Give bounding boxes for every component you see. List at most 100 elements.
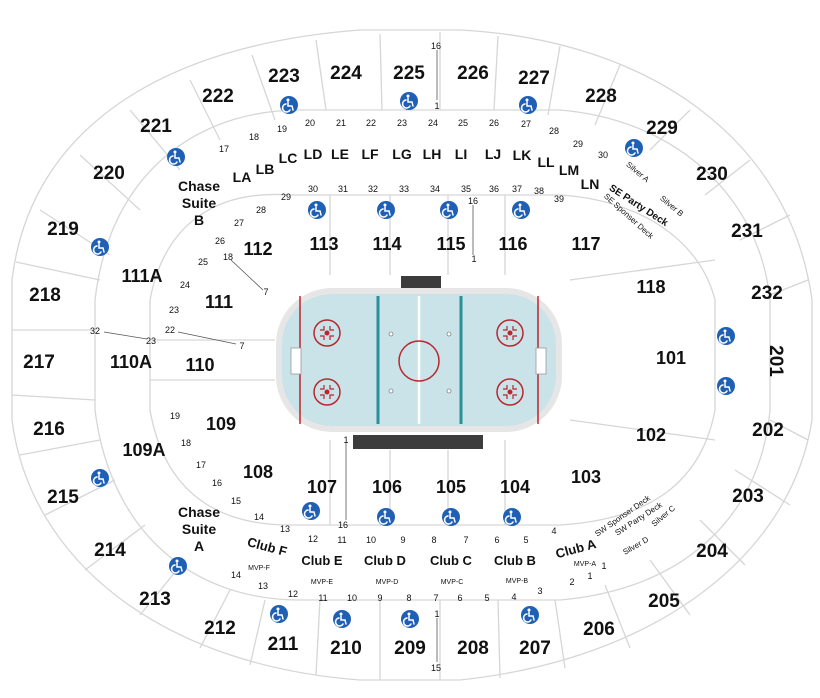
section-label[interactable]: 228 — [585, 86, 617, 107]
row-number: 21 — [336, 118, 346, 128]
suite-label[interactable]: LL — [537, 154, 555, 170]
section-label[interactable]: 106 — [372, 477, 402, 497]
suite-label[interactable]: LI — [455, 146, 467, 162]
chase-suite-a-line[interactable]: A — [194, 538, 204, 554]
row-number: 7 — [463, 535, 468, 545]
section-label[interactable]: 107 — [307, 477, 337, 497]
suite-label[interactable]: LA — [233, 169, 252, 185]
section-label[interactable]: 116 — [498, 234, 527, 254]
row-number: 13 — [280, 524, 290, 534]
mvp-label[interactable]: MVP-C — [441, 579, 464, 586]
section-label[interactable]: 117 — [571, 234, 600, 254]
goal-crease-left — [290, 347, 302, 375]
section-label[interactable]: 112 — [243, 239, 272, 259]
mvp-label[interactable]: MVP-D — [376, 579, 399, 586]
section-label[interactable]: 203 — [732, 486, 764, 507]
section-label[interactable]: 223 — [268, 66, 300, 87]
section-label[interactable]: 103 — [571, 467, 601, 487]
row-number: 23 — [169, 305, 179, 315]
section-label[interactable]: 205 — [648, 591, 680, 612]
section-label[interactable]: 206 — [583, 619, 615, 640]
section-label[interactable]: 110A — [110, 352, 152, 372]
section-label[interactable]: 221 — [140, 116, 172, 137]
section-label[interactable]: 102 — [636, 425, 666, 445]
side-label[interactable]: Silver D — [621, 535, 650, 557]
suite-label[interactable]: LN — [581, 176, 600, 192]
suite-label[interactable]: LM — [559, 162, 579, 178]
section-label[interactable]: 202 — [752, 420, 784, 441]
suite-label[interactable]: LJ — [485, 146, 501, 162]
mvp-label[interactable]: MVP-A — [574, 561, 597, 568]
suite-label[interactable]: LG — [392, 146, 412, 162]
section-label[interactable]: 111 — [205, 292, 233, 312]
row-number: 16 — [431, 41, 441, 51]
side-label[interactable]: Silver A — [624, 160, 651, 185]
section-label[interactable]: 229 — [646, 118, 678, 139]
suite-label[interactable]: LD — [304, 146, 323, 162]
suite-label[interactable]: LB — [256, 161, 275, 177]
mvp-label[interactable]: MVP-E — [311, 579, 334, 586]
section-label[interactable]: 215 — [47, 487, 79, 508]
section-label[interactable]: 118 — [636, 277, 665, 297]
suite-label[interactable]: LK — [513, 147, 532, 163]
section-label[interactable]: 101 — [656, 348, 686, 368]
club-label[interactable]: Club D — [364, 553, 406, 568]
club-label[interactable]: Club F — [246, 534, 289, 559]
section-label[interactable]: 110 — [185, 355, 214, 375]
section-label[interactable]: 210 — [330, 638, 362, 659]
section-label[interactable]: 109 — [206, 414, 236, 434]
section-label[interactable]: 207 — [519, 638, 551, 659]
chase-suite-b-line[interactable]: Chase — [178, 178, 220, 194]
section-label[interactable]: 220 — [93, 163, 125, 184]
section-label[interactable]: 109A — [122, 440, 165, 460]
club-label[interactable]: Club B — [494, 553, 536, 568]
section-label[interactable]: 222 — [202, 86, 234, 107]
section-label[interactable]: 114 — [372, 234, 401, 254]
section-label[interactable]: 208 — [457, 638, 489, 659]
chase-suite-a-line[interactable]: Chase — [178, 504, 220, 520]
mvp-label[interactable]: MVP-B — [506, 578, 529, 585]
section-label[interactable]: 211 — [268, 634, 299, 655]
section-label[interactable]: 212 — [204, 618, 236, 639]
section-label[interactable]: 224 — [330, 63, 362, 84]
row-number: 13 — [258, 581, 268, 591]
section-label[interactable]: 115 — [436, 234, 465, 254]
section-label[interactable]: 214 — [94, 540, 126, 561]
row-number: 15 — [231, 496, 241, 506]
row-number: 27 — [521, 119, 531, 129]
suite-label[interactable]: LF — [361, 146, 379, 162]
row-number: 28 — [256, 205, 266, 215]
suite-label[interactable]: LH — [423, 146, 442, 162]
section-label[interactable]: 113 — [309, 234, 338, 254]
section-label[interactable]: 204 — [696, 541, 728, 562]
section-label[interactable]: 231 — [731, 221, 763, 242]
section-label[interactable]: 108 — [243, 462, 273, 482]
chase-suite-b-line[interactable]: B — [194, 212, 204, 228]
club-label[interactable]: Club C — [430, 553, 472, 568]
mvp-label[interactable]: MVP-F — [248, 565, 270, 572]
section-label[interactable]: 230 — [696, 164, 728, 185]
section-label[interactable]: 111A — [121, 266, 162, 286]
section-label[interactable]: 104 — [500, 477, 530, 497]
section-label[interactable]: 213 — [139, 589, 171, 610]
section-label[interactable]: 218 — [29, 285, 61, 306]
club-label[interactable]: Club E — [301, 553, 342, 568]
section-label[interactable]: 226 — [457, 63, 489, 84]
section-label[interactable]: 209 — [394, 638, 426, 659]
suite-label[interactable]: LC — [279, 150, 298, 166]
wheelchair-accessible-icon — [302, 502, 320, 520]
row-number: 4 — [551, 526, 556, 536]
section-label[interactable]: 227 — [518, 68, 550, 89]
section-label[interactable]: 225 — [393, 63, 425, 84]
club-label[interactable]: Club A — [554, 536, 598, 561]
suite-label[interactable]: LE — [331, 146, 349, 162]
section-label[interactable]: 219 — [47, 219, 79, 240]
chase-suite-a-line[interactable]: Suite — [182, 521, 216, 537]
chase-suite-b-line[interactable]: Suite — [182, 195, 216, 211]
goal-crease-right — [535, 347, 547, 375]
section-label[interactable]: 201 — [765, 345, 786, 377]
section-label[interactable]: 105 — [436, 477, 466, 497]
section-label[interactable]: 217 — [23, 352, 55, 373]
section-label[interactable]: 216 — [33, 419, 65, 440]
section-label[interactable]: 232 — [751, 283, 783, 304]
